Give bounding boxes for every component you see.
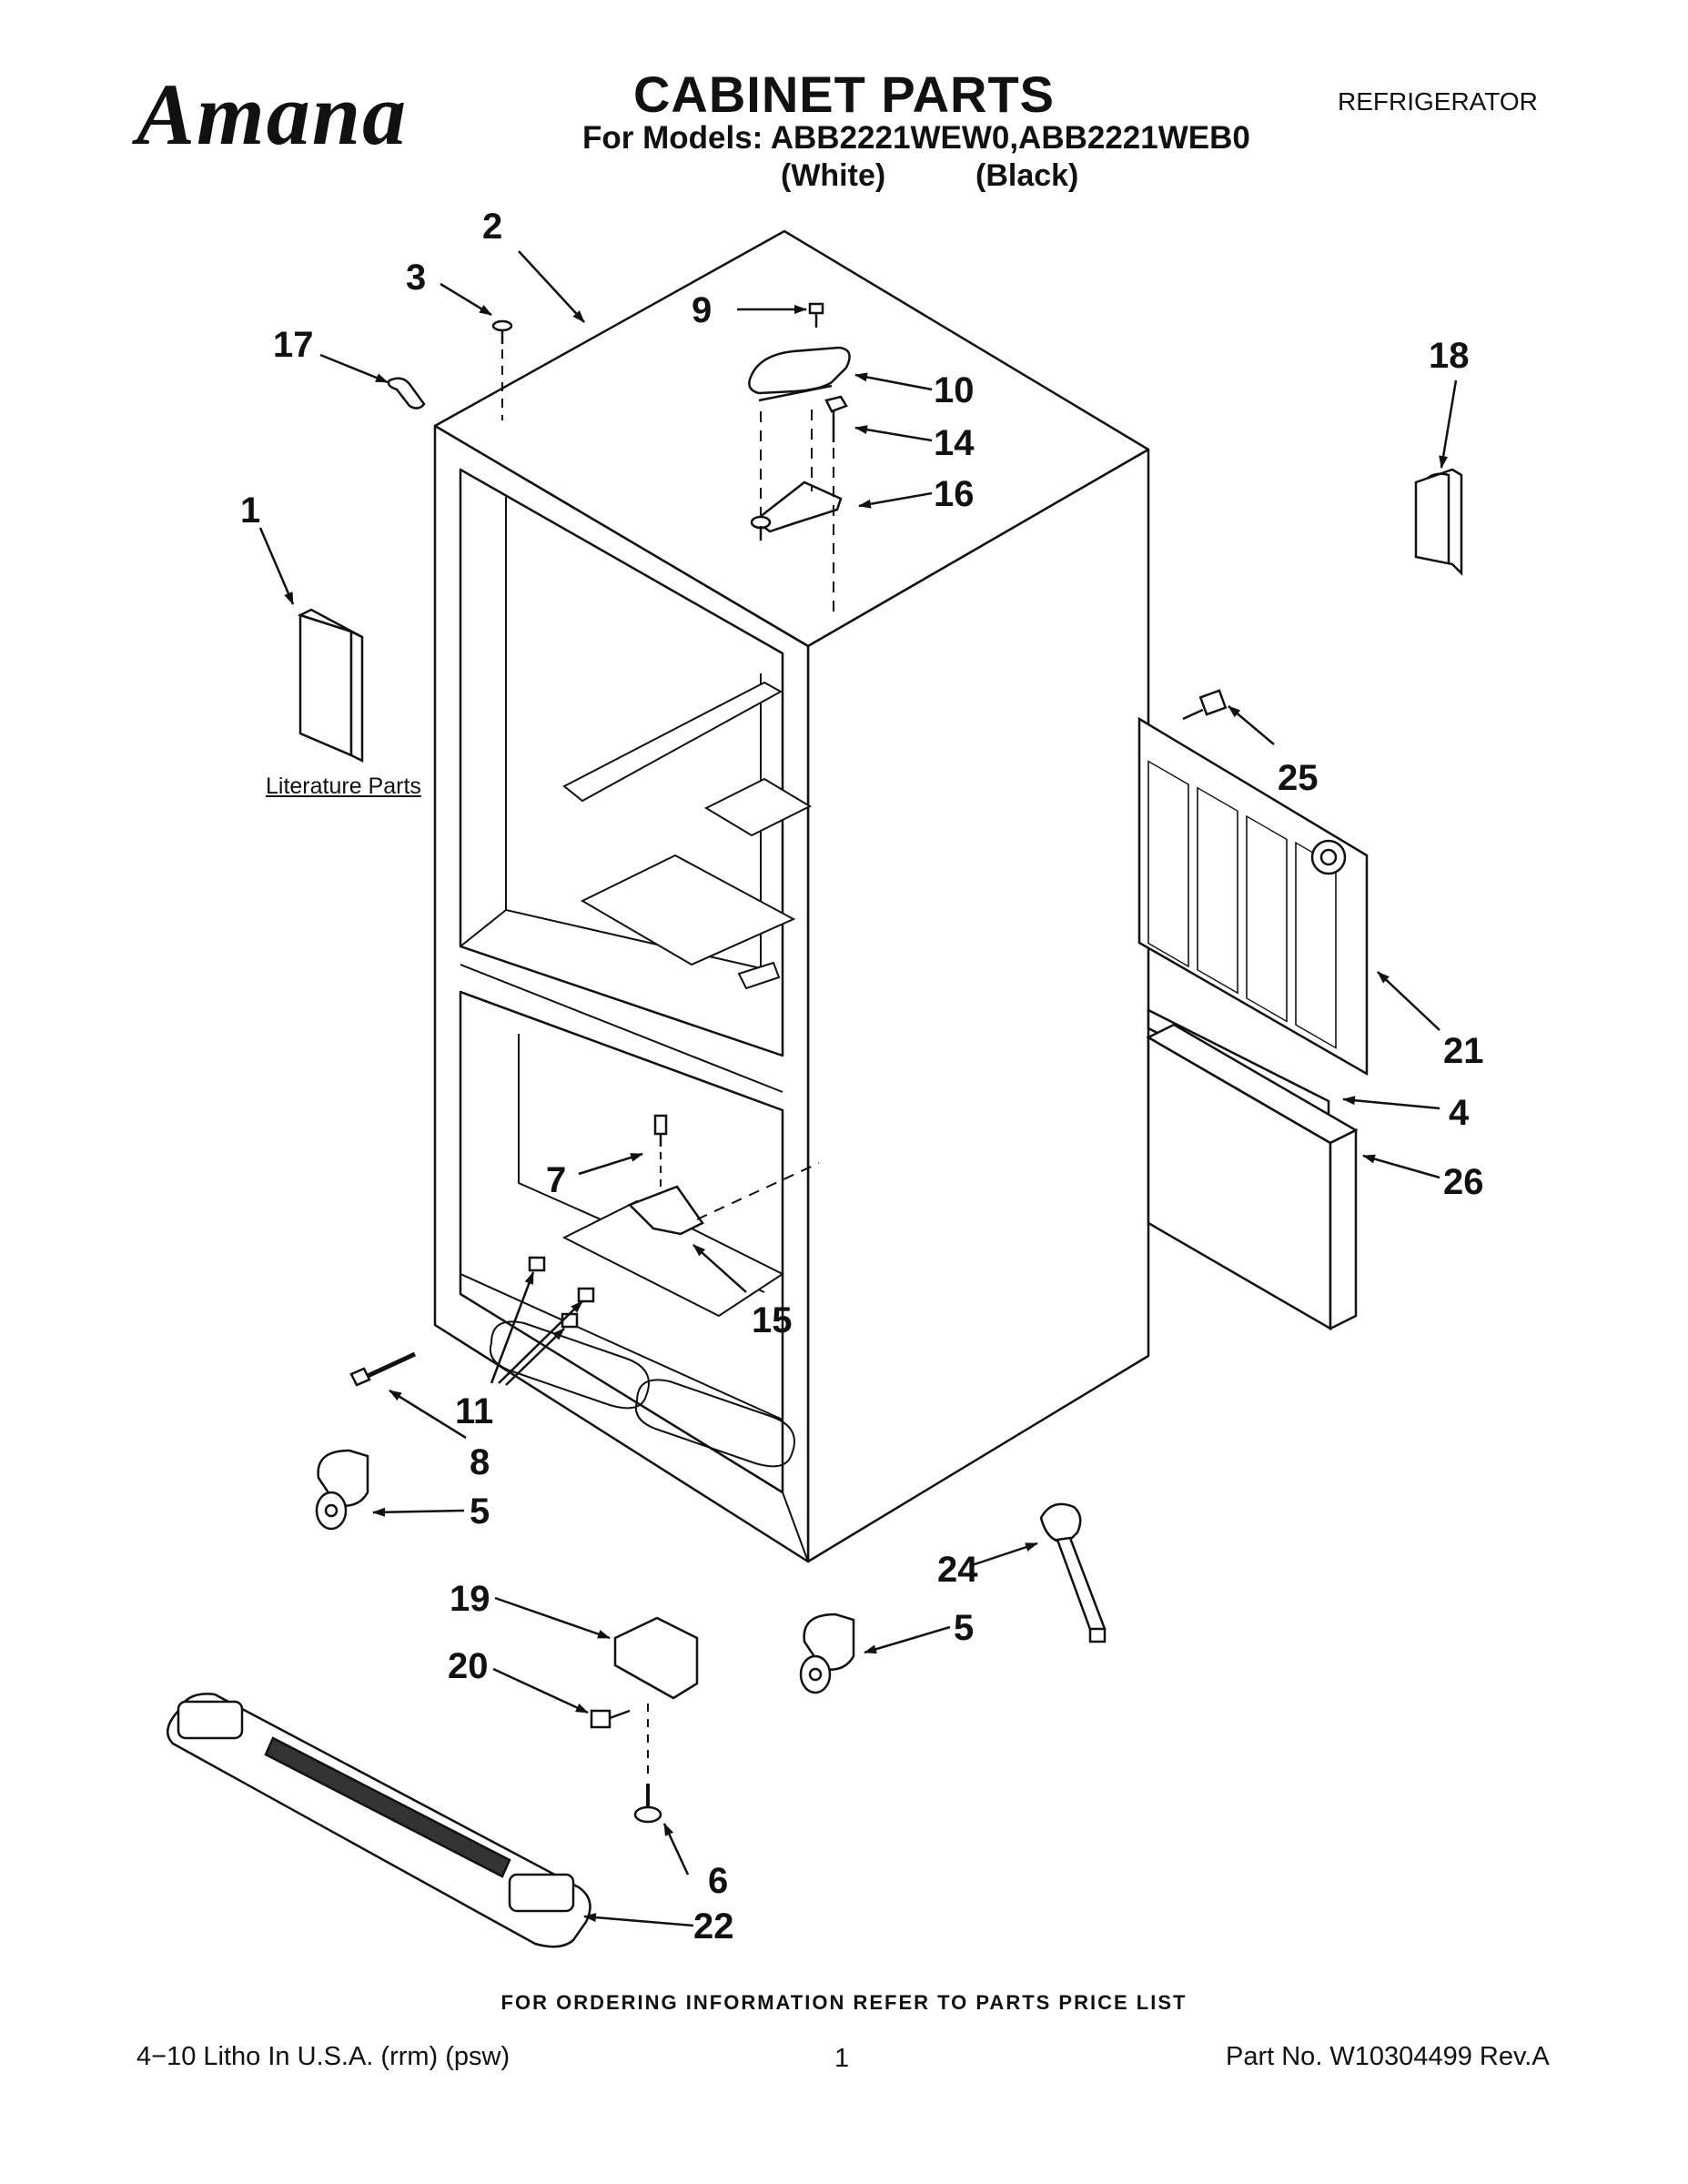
callout-14: 14 — [934, 423, 975, 463]
freezer-floor-recess — [561, 1199, 785, 1318]
part-21-grille — [1137, 716, 1369, 1077]
part-17-clip — [387, 377, 426, 410]
cabinet-side — [806, 448, 1150, 1563]
callout-7: 7 — [546, 1160, 566, 1200]
callout-5-right: 5 — [954, 1608, 974, 1648]
literature-book — [297, 608, 364, 763]
callout-6: 6 — [708, 1861, 728, 1901]
part-number: Part No. W10304499 Rev.A — [1226, 2042, 1550, 2071]
part-5-roller-left — [315, 1449, 369, 1531]
part-16-hinge — [753, 480, 843, 533]
callout-16: 16 — [934, 474, 975, 514]
callout-4: 4 — [1449, 1093, 1470, 1133]
part-14-bolt — [824, 395, 848, 442]
part-24-wrench — [1039, 1502, 1107, 1643]
page-number: 1 — [834, 2044, 850, 2073]
fresh-food-floor-recess — [580, 854, 796, 966]
part-10-hinge-cover — [748, 346, 851, 395]
category-label: REFRIGERATOR — [1338, 87, 1538, 116]
callout-2: 2 — [482, 207, 502, 247]
callout-1: 1 — [240, 490, 260, 531]
part-7-stud — [653, 1114, 668, 1192]
color-white-label: (White) — [781, 158, 886, 193]
part-3-screw — [491, 319, 513, 420]
part-20-screw — [590, 1709, 612, 1729]
callout-5-left: 5 — [470, 1491, 490, 1532]
color-black-label: (Black) — [975, 158, 1079, 193]
base-vent-oval-2 — [635, 1379, 795, 1468]
part-18-trim — [1414, 468, 1463, 577]
callout-18: 18 — [1429, 336, 1470, 376]
light-housing — [703, 777, 813, 837]
callout-10: 10 — [934, 370, 975, 410]
part-22-base-grille — [167, 1693, 591, 1948]
callout-15: 15 — [752, 1300, 793, 1340]
callout-24: 24 — [937, 1550, 978, 1590]
callout-9: 9 — [692, 290, 712, 330]
page-title: CABINET PARTS — [632, 66, 1056, 123]
callout-19: 19 — [450, 1579, 490, 1619]
callout-22: 22 — [693, 1906, 734, 1946]
part-6-leveler — [633, 1784, 662, 1824]
part-9-screw — [808, 302, 824, 328]
part-26-panel — [1146, 1023, 1359, 1331]
part-19-bracket — [613, 1616, 699, 1700]
base-vent-oval-1 — [490, 1320, 650, 1410]
part-15-bracket — [627, 1185, 704, 1236]
callout-17: 17 — [273, 325, 314, 365]
part-5-roller-right — [799, 1613, 855, 1694]
litho-line: 4−10 Litho In U.S.A. (rrm) (psw) — [136, 2042, 510, 2071]
callout-8: 8 — [470, 1442, 490, 1482]
callout-3: 3 — [406, 258, 426, 298]
callout-21: 21 — [1443, 1031, 1484, 1071]
callout-11: 11 — [455, 1391, 493, 1431]
part-25-screw — [1182, 689, 1228, 721]
brand-logo: Amana — [136, 66, 409, 163]
callout-20: 20 — [448, 1646, 489, 1686]
part-8-bolt — [349, 1351, 417, 1387]
literature-parts-label: Literature Parts — [266, 774, 421, 799]
callout-26: 26 — [1443, 1162, 1484, 1202]
callout-25: 25 — [1278, 758, 1319, 798]
ordering-note: FOR ORDERING INFORMATION REFER TO PARTS … — [500, 1991, 1188, 2014]
fresh-food-shelf-rail — [562, 681, 783, 803]
models-line: For Models: ABB2221WEW0,ABB2221WEB0 — [582, 120, 1250, 156]
